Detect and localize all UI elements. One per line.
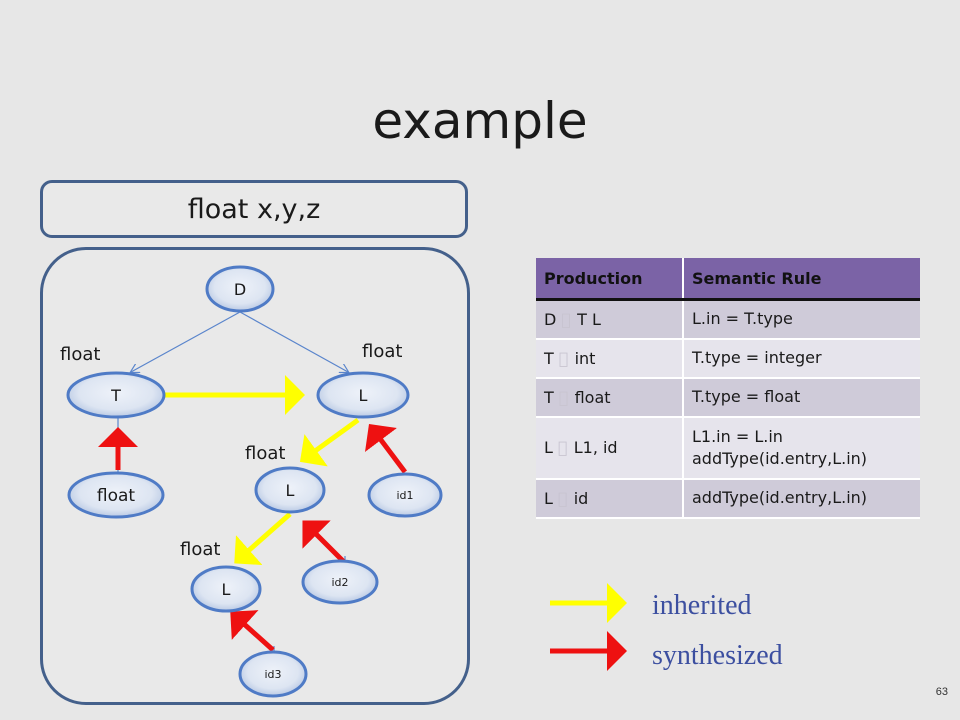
rule-line: addType(id.entry,L.in) bbox=[692, 488, 868, 507]
table-header-row: Production Semantic Rule bbox=[536, 258, 920, 301]
tree-node-d-label: D bbox=[234, 280, 246, 299]
production-arrow-glyph:  bbox=[559, 388, 570, 407]
rule-cell: T.type = integer bbox=[683, 338, 920, 379]
column-header-production: Production bbox=[536, 258, 684, 301]
production-lhs: T bbox=[544, 387, 554, 407]
synthesized-arrow-id3-to-l bbox=[230, 610, 275, 652]
production-arrow-glyph:  bbox=[561, 310, 572, 329]
tree-node-id2-label: id2 bbox=[331, 576, 348, 589]
edge-label-l1: float bbox=[362, 341, 402, 362]
tree-node-id2: id2 bbox=[301, 559, 379, 605]
edge-label-l2: float bbox=[245, 443, 285, 464]
declaration-box: float x,y,z bbox=[40, 180, 468, 238]
rule-cell: L.in = T.type bbox=[683, 299, 920, 340]
tree-node-t-label: T bbox=[110, 386, 121, 405]
production-lhs: T bbox=[544, 348, 554, 368]
page-number: 63 bbox=[935, 686, 948, 698]
tree-node-l3-label: L bbox=[222, 580, 231, 599]
tree-node-l2-label: L bbox=[286, 481, 295, 500]
production-rhs: id bbox=[574, 489, 589, 508]
tree-node-id1: id1 bbox=[367, 472, 443, 518]
production-cell: L  L1, id bbox=[536, 416, 684, 480]
production-arrow-glyph:  bbox=[559, 349, 570, 368]
declaration-text: float x,y,z bbox=[187, 194, 321, 225]
rule-cell: addType(id.entry,L.in) bbox=[683, 478, 920, 519]
rule-line: addType(id.entry,L.in) bbox=[692, 448, 868, 468]
rule-line: L1.in = L.in bbox=[692, 426, 783, 446]
rule-line: T.type = integer bbox=[692, 348, 822, 367]
production-rhs: float bbox=[558, 387, 611, 407]
inherited-arrow-l-to-l-lower bbox=[234, 512, 292, 566]
synthesized-arrow-id1-to-l bbox=[365, 424, 407, 474]
tree-node-float-leaf-label: float bbox=[97, 486, 136, 506]
table-row: T  float T.type = float bbox=[536, 377, 920, 418]
rule-cell: T.type = float bbox=[683, 377, 920, 418]
rule-line: L.in = T.type bbox=[692, 309, 793, 329]
synthesized-arrow-id2-to-l bbox=[302, 520, 346, 564]
production-rhs: T L bbox=[561, 309, 601, 329]
edge-label-l3: float bbox=[180, 539, 220, 560]
production-cell: L  id bbox=[536, 478, 684, 519]
production-cell: T  int bbox=[536, 338, 684, 379]
tree-node-id3-label: id3 bbox=[264, 668, 281, 681]
tree-node-l2: L bbox=[254, 466, 326, 514]
production-cell: D  T L bbox=[536, 299, 684, 340]
table-row: L  id addType(id.entry,L.in) bbox=[536, 478, 920, 519]
legend-synthesized-label: synthesized bbox=[652, 640, 783, 671]
tree-node-float-leaf: float bbox=[67, 471, 165, 519]
production-rhs: L1, id bbox=[558, 438, 618, 457]
production-cell: T  float bbox=[536, 377, 684, 418]
tree-node-l1-label: L bbox=[359, 386, 368, 405]
table-row: D  T L L.in = T.type bbox=[536, 299, 920, 340]
tree-node-l3: L bbox=[190, 565, 262, 613]
edge-label-t: float bbox=[60, 344, 100, 365]
tree-node-id3: id3 bbox=[238, 650, 308, 698]
production-arrow-glyph:  bbox=[558, 438, 569, 457]
tree-edge-d-l bbox=[239, 311, 348, 372]
tree-node-id1-label: id1 bbox=[396, 489, 413, 502]
column-header-semantic-rule: Semantic Rule bbox=[683, 258, 920, 301]
tree-edge-d-t bbox=[131, 311, 241, 372]
production-lhs: L bbox=[544, 438, 553, 457]
production-lhs: L bbox=[544, 488, 553, 508]
production-lhs: D bbox=[544, 309, 557, 329]
semantic-rules-table: Production Semantic Rule D  T L L.in = … bbox=[536, 258, 920, 519]
tree-node-d: D bbox=[205, 265, 275, 313]
tree-node-t: T bbox=[66, 371, 166, 419]
table-row: L  L1, id L1.in = L.inaddType(id.entry,… bbox=[536, 416, 920, 480]
production-rhs: int bbox=[558, 348, 596, 368]
legend-inherited-label: inherited bbox=[652, 590, 752, 621]
production-arrow-glyph:  bbox=[558, 489, 569, 508]
inherited-arrow-l-to-l bbox=[299, 417, 360, 467]
slide-title: example bbox=[372, 92, 588, 150]
table-row: T  int T.type = integer bbox=[536, 338, 920, 379]
tree-node-l1: L bbox=[316, 371, 410, 419]
rule-line: T.type = float bbox=[692, 387, 801, 406]
